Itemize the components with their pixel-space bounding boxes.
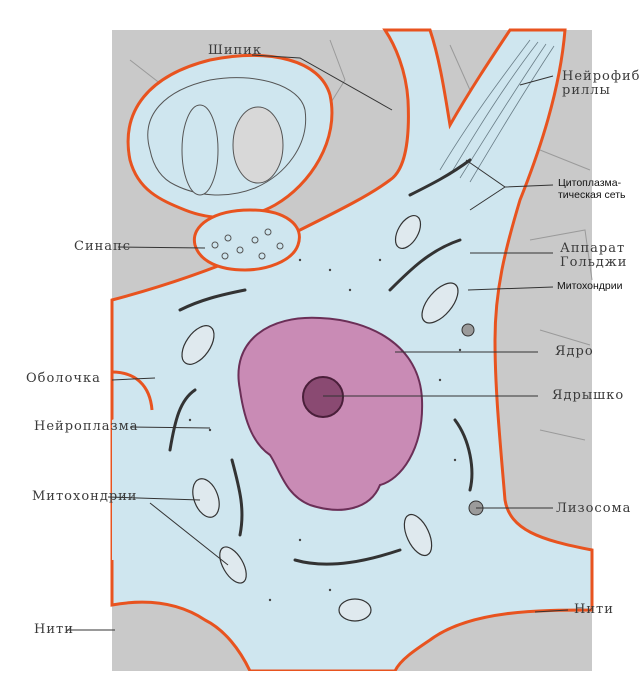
- label-threads-right: Нити: [574, 603, 614, 617]
- label-lysosome: Лизосома: [556, 502, 631, 516]
- presynaptic-vacuole: [182, 105, 218, 195]
- label-spine: Шипик: [208, 44, 262, 58]
- label-threads-left: Нити: [34, 623, 74, 637]
- label-golgi: Аппарат Гольджи: [560, 242, 627, 270]
- presynaptic-granule: [233, 107, 283, 183]
- label-neurofibrils-line2: риллы: [562, 84, 642, 98]
- label-golgi-line2: Гольджи: [560, 256, 627, 270]
- label-neuroplasm: Нейроплазма: [34, 420, 138, 434]
- synapse-bouton: [194, 210, 299, 270]
- label-golgi-line1: Аппарат: [560, 242, 627, 256]
- label-synapse: Синапс: [74, 240, 131, 254]
- label-neurofibrils-line1: Нейрофиб: [562, 70, 642, 84]
- label-cytoplasmic-line1: Цитоплазма-: [558, 177, 626, 189]
- label-mitochondria-left: Митохондрии: [32, 490, 137, 504]
- label-membrane: Оболочка: [26, 372, 101, 386]
- label-cytoplasmic-network: Цитоплазма- тическая сеть: [558, 177, 626, 201]
- label-mitochondria-right: Митохондрии: [557, 280, 623, 292]
- label-nucleus: Ядро: [555, 345, 594, 359]
- label-cytoplasmic-line2: тическая сеть: [558, 189, 626, 201]
- label-nucleolus: Ядрышко: [552, 389, 624, 403]
- lysosome-2: [462, 324, 474, 336]
- nucleolus: [303, 377, 343, 417]
- label-neurofibrils: Нейрофиб риллы: [562, 70, 642, 98]
